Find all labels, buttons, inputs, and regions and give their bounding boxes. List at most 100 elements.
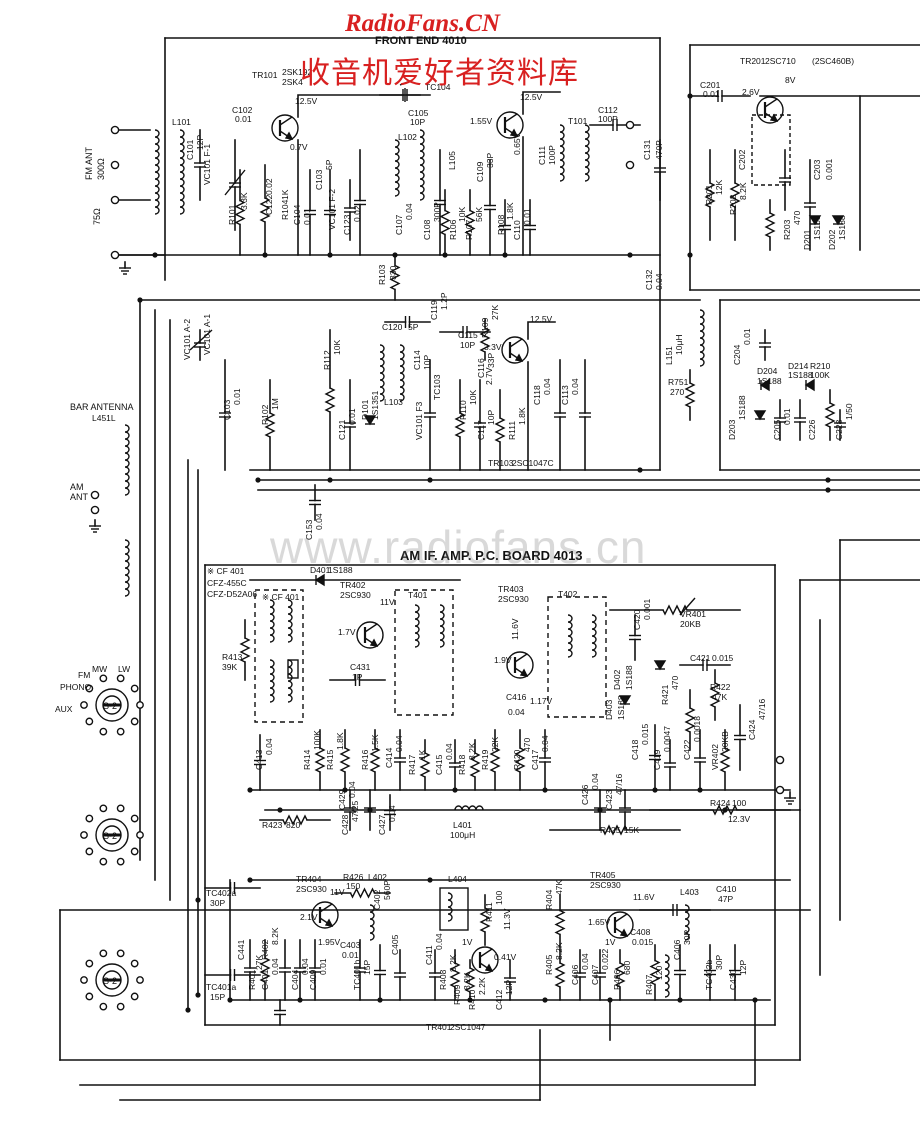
label-vc101f2: VC101 F-2 (327, 189, 337, 230)
label-c103v: 5P (324, 159, 334, 170)
transistor-collector (479, 948, 493, 958)
label-vr401v: 20KB (680, 619, 701, 629)
terminal (90, 505, 100, 515)
junction-dot (467, 997, 473, 1003)
label-mw: MW (92, 664, 107, 674)
label-c120: C120 (382, 322, 403, 332)
switch-contact (85, 959, 94, 968)
label-c121v: 0.01 (347, 408, 357, 425)
label-r110: R110 (458, 400, 468, 420)
label-c108v: 300P (432, 202, 442, 222)
switch-contact (116, 804, 125, 813)
coil (369, 904, 375, 941)
watermark-url: www.radiofans.cn (270, 521, 647, 573)
label-c105: C105 (408, 108, 429, 118)
label-am-ant2: ANT (70, 492, 89, 502)
switch-contact (130, 847, 139, 856)
ceramic-resonator (287, 659, 299, 679)
coil (379, 344, 385, 402)
coil (584, 124, 590, 182)
resistor (764, 212, 776, 238)
label-c122: C122 (264, 194, 274, 215)
junction-dot (542, 787, 548, 793)
label-c402: C402 (372, 889, 382, 910)
label-r411: R411 (484, 902, 494, 922)
switch-contact (99, 727, 108, 736)
label-c203: C203 (812, 159, 822, 180)
junction-dot (392, 252, 398, 258)
diode (831, 215, 845, 226)
coil (684, 904, 690, 941)
label-r103: R103 (377, 264, 387, 285)
coil (179, 129, 185, 215)
band-switch-s2c (95, 963, 129, 997)
front-end-title: FRONT END 4010 (375, 35, 467, 47)
label-d402v: 1S188 (624, 665, 634, 690)
junction-dot (185, 1007, 191, 1013)
label-tc402bv: 30P (714, 955, 724, 970)
terminal (110, 125, 120, 135)
label-fm-imp300: 300Ω (96, 158, 106, 180)
diode (314, 573, 325, 587)
vr401-arrow (679, 597, 696, 616)
label-c410v: 47P (718, 894, 733, 904)
label-c114v: 10P (422, 355, 432, 370)
label-r202v: 8.2K (738, 182, 748, 200)
label-r411v: 100 (494, 891, 504, 905)
coil (419, 129, 425, 201)
coil (664, 954, 670, 998)
label-c431v: 1P (352, 672, 363, 682)
label-c122v: 0.02 (264, 178, 274, 195)
resistor (324, 387, 336, 413)
switch-contact (116, 857, 125, 866)
label-r410: R410 (467, 989, 477, 1010)
label-d201v: 1S188 (812, 215, 822, 240)
label-s2c: S-2 (103, 976, 117, 986)
label-c132: C132 (644, 269, 654, 290)
label-tc401a: TC401a (206, 982, 237, 992)
emitter-arrow (484, 963, 494, 972)
label-v26: 2.6V (742, 87, 760, 97)
label-c421: C421 (690, 653, 711, 663)
variable-cap-arrow (224, 169, 246, 196)
resistor (479, 907, 491, 933)
diode (363, 415, 377, 426)
label-c424: C424 (747, 719, 757, 740)
label-c409v: 0.01 (318, 958, 328, 975)
label-r418v: 8.2K (467, 742, 477, 760)
label-c401: C401 (260, 969, 270, 990)
label-tr403-type: 2SC930 (498, 594, 529, 604)
coil (154, 129, 160, 215)
label-fm-imp75: 75Ω (92, 208, 102, 225)
label-c407v: 0.022 (600, 948, 610, 970)
label-c202: C202 (737, 149, 747, 170)
label-tr404: TR404 (296, 874, 322, 884)
label-v11: 11V (380, 597, 395, 607)
label-d401v: 1S188 (328, 565, 353, 575)
label-r202: R202 (728, 194, 738, 215)
junction-dot (752, 997, 758, 1003)
label-r402v: 8.2K (270, 927, 280, 945)
resistor (234, 199, 246, 226)
label-c411: C411 (424, 945, 434, 965)
label-r414: R414 (302, 749, 312, 770)
label-r101v: 3.3K (239, 192, 249, 210)
label-c408v: 0.015 (632, 937, 654, 947)
label-s2a: S-2 (103, 701, 117, 711)
label-d214v: 1S188 (788, 370, 813, 380)
label-c404: C404 (290, 969, 300, 990)
label-v21: 2.1V (300, 912, 318, 922)
switch-contact (130, 717, 139, 726)
label-r201v: 12K (714, 180, 724, 195)
label-r424v: 100 (732, 798, 746, 808)
label-d403: D403 (604, 699, 614, 720)
label-d204v: 1S188 (757, 376, 782, 386)
label-tr401: TR401 (426, 1022, 452, 1032)
diode (753, 410, 767, 421)
label-c113: C113 (560, 385, 570, 405)
coil (399, 344, 405, 402)
junction-dot (367, 807, 373, 813)
label-c417: C417 (530, 749, 540, 770)
label-c415v: 0.04 (444, 743, 454, 760)
